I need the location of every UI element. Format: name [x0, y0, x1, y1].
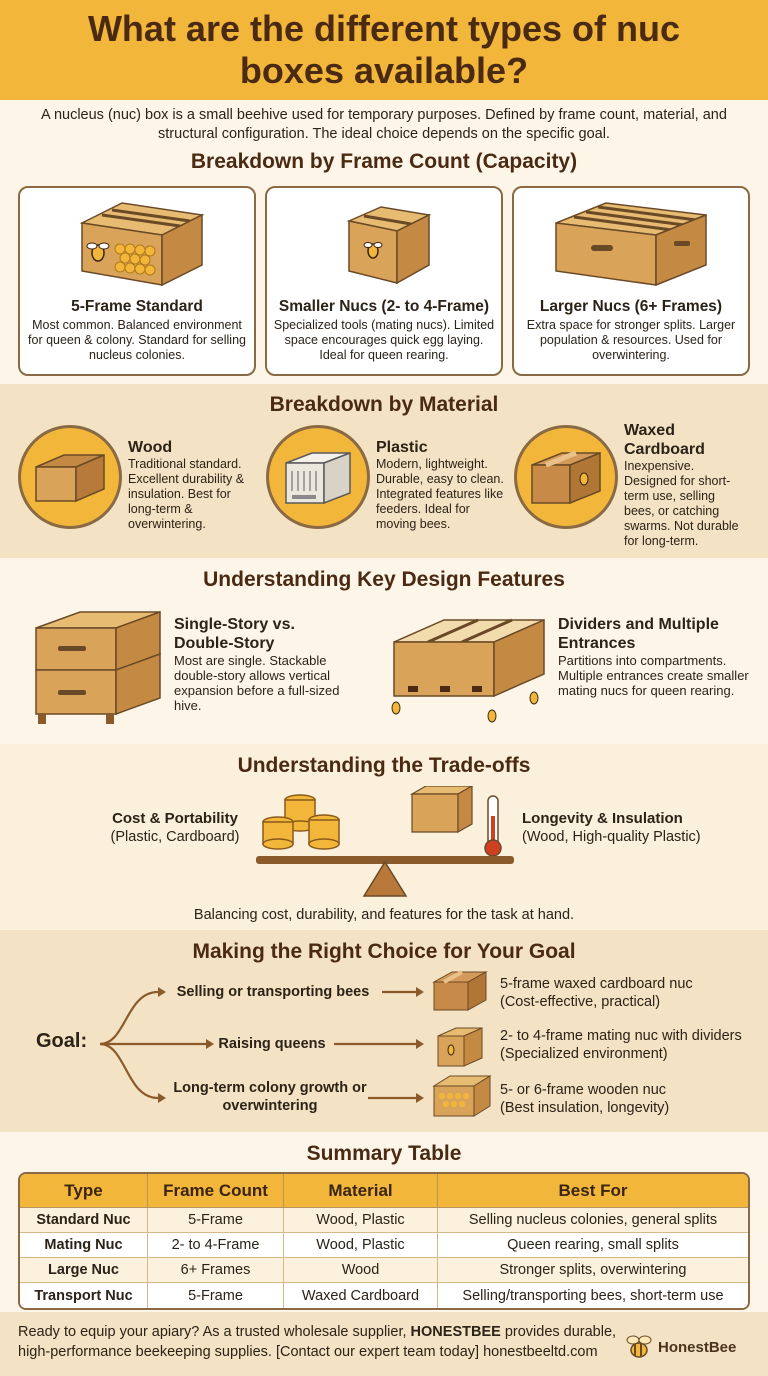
table-cell: Wood, Plastic: [284, 1208, 438, 1233]
card-larger-nucs: Larger Nucs (6+ Frames) Extra space for …: [512, 186, 750, 376]
goal-branches: [99, 987, 424, 1103]
column-header: Best For: [438, 1174, 748, 1208]
frame-count-heading: Breakdown by Frame Count (Capacity): [190, 150, 578, 173]
tradeoff-right-sub: (Wood, High-quality Plastic): [522, 829, 701, 845]
material-title: Wood: [128, 439, 173, 456]
card-desc: Most common. Balanced environment for qu…: [28, 318, 246, 362]
goal-label: Goal:: [36, 1030, 88, 1052]
card-title: Smaller Nucs (2- to 4-Frame): [278, 298, 490, 315]
tradeoff-right-title: Longevity & Insulation: [522, 810, 683, 827]
material-desc: Modern, lightweight. Durable, easy to cl…: [376, 457, 504, 531]
material-heading: Breakdown by Material: [269, 393, 499, 416]
table-cell: Wood, Plastic: [284, 1233, 438, 1258]
material-title: Plastic: [376, 439, 428, 456]
bee-icon: [626, 1335, 652, 1358]
feature-desc: Partitions into compartments. Multiple e…: [558, 653, 749, 698]
coins-icon: [262, 794, 340, 850]
nuc-box-5-frame-icon: [79, 202, 205, 287]
feature-title: Dividers and Multiple Entrances: [558, 616, 719, 652]
feature-dividers: Dividers and Multiple Entrances Partitio…: [558, 615, 758, 698]
feature-single-double: Single-Story vs. Double-Story Most are s…: [174, 615, 354, 713]
mating-nuc-icon: [437, 1027, 483, 1067]
tradeoffs-caption: Balancing cost, durability, and features…: [193, 907, 575, 923]
goal-rec-selling: 5-frame waxed cardboard nuc (Cost-effect…: [500, 976, 693, 1010]
balance-scale-icon: [256, 786, 514, 897]
material-desc: Traditional standard. Excellent durabili…: [128, 457, 245, 531]
table-row: Large Nuc 6+ Frames Wood Stronger splits…: [20, 1258, 748, 1283]
table-cell: Waxed Cardboard: [284, 1283, 438, 1308]
material-band: [0, 384, 768, 558]
nuc-box-small-icon: [346, 206, 432, 285]
table-cell: 5-Frame: [148, 1283, 284, 1308]
summary-heading: Summary Table: [306, 1142, 462, 1165]
material-title: Waxed Cardboard: [624, 422, 705, 458]
footer: Ready to equip your apiary? As a trusted…: [0, 1312, 768, 1376]
goal-heading: Making the Right Choice for Your Goal: [192, 940, 576, 963]
table-cell: Standard Nuc: [20, 1208, 148, 1233]
feature-desc: Most are single. Stackable double-story …: [174, 653, 340, 713]
column-header: Material: [284, 1174, 438, 1208]
table-cell: Wood: [284, 1258, 438, 1283]
table-row: Standard Nuc 5-Frame Wood, Plastic Selli…: [20, 1208, 748, 1233]
card-desc: Extra space for stronger splits. Larger …: [526, 318, 736, 362]
honestbee-logo[interactable]: HonestBee: [624, 1334, 736, 1360]
table-cell: 5-Frame: [148, 1208, 284, 1233]
wood-box-icon: [35, 453, 105, 503]
table-row: Mating Nuc 2- to 4-Frame Wood, Plastic Q…: [20, 1233, 748, 1258]
summary-table: Type Frame Count Material Best For Stand…: [18, 1172, 750, 1310]
card-title: 5-Frame Standard: [71, 298, 203, 315]
tradeoff-right: Longevity & Insulation (Wood, High-quali…: [522, 810, 742, 846]
tradeoff-left-title: Cost & Portability: [112, 810, 238, 827]
tradeoffs-band: [0, 744, 768, 930]
material-desc: Inexpensive. Designed for short-term use…: [624, 459, 739, 548]
material-plastic: Plastic Modern, lightweight. Durable, ea…: [266, 425, 512, 532]
nuc-box-large-icon: [555, 202, 707, 287]
header-banner: What are the different types of nuc boxe…: [0, 0, 768, 100]
tradeoffs-heading: Understanding the Trade-offs: [237, 754, 531, 777]
feature-title: Single-Story vs. Double-Story: [174, 616, 295, 652]
card-title: Larger Nucs (6+ Frames): [539, 298, 723, 315]
table-cell: Mating Nuc: [20, 1233, 148, 1258]
table-row: Transport Nuc 5-Frame Waxed Cardboard Se…: [20, 1283, 748, 1308]
card-5-frame: 5-Frame Standard Most common. Balanced e…: [18, 186, 256, 376]
table-header-row: Type Frame Count Material Best For: [20, 1174, 748, 1208]
material-cardboard: Waxed Cardboard Inexpensive. Designed fo…: [514, 422, 746, 549]
goal-option-queens: Raising queens: [218, 1036, 326, 1052]
goal-option-longterm: Long-term colony growth or overwintering: [173, 1080, 367, 1114]
tradeoff-left-sub: (Plastic, Cardboard): [110, 829, 240, 845]
goal-rec-queens: 2- to 4-frame mating nuc with dividers (…: [500, 1028, 742, 1062]
logo-text: HonestBee: [658, 1338, 737, 1356]
table-cell: Stronger splits, overwintering: [438, 1258, 748, 1283]
footer-text: Ready to equip your apiary? As a trusted…: [18, 1324, 617, 1360]
material-wood: Wood Traditional standard. Excellent dur…: [18, 425, 254, 532]
arrow-icon: [158, 987, 424, 1103]
table-cell: Transport Nuc: [20, 1283, 148, 1308]
column-header: Frame Count: [148, 1174, 284, 1208]
table-cell: Large Nuc: [20, 1258, 148, 1283]
intro-text: A nucleus (nuc) box is a small beehive u…: [41, 107, 727, 142]
footer-brand: HONESTBEE: [410, 1324, 501, 1340]
goal-option-selling: Selling or transporting bees: [176, 984, 370, 1000]
page-title: What are the different types of nuc boxe…: [87, 8, 681, 91]
goal-rec-longterm: 5- or 6-frame wooden nuc (Best insulatio…: [500, 1082, 670, 1116]
cardboard-box-icon: [531, 450, 601, 505]
table-cell: 6+ Frames: [148, 1258, 284, 1283]
table-cell: Selling/transporting bees, short-term us…: [438, 1283, 748, 1308]
cardboard-nuc-icon: [432, 970, 488, 1011]
card-desc: Specialized tools (mating nucs). Limited…: [273, 318, 495, 362]
table-cell: 2- to 4-Frame: [148, 1233, 284, 1258]
table-cell: Queen rearing, small splits: [438, 1233, 748, 1258]
thermometer-icon: [484, 795, 502, 857]
tradeoff-left: Cost & Portability (Plastic, Cardboard): [100, 810, 250, 846]
card-smaller-nucs: Smaller Nucs (2- to 4-Frame) Specialized…: [265, 186, 503, 376]
divided-box-icon: [391, 618, 545, 723]
design-heading: Understanding Key Design Features: [203, 568, 565, 591]
table-cell: Selling nucleus colonies, general splits: [438, 1208, 748, 1233]
wooden-nuc-icon: [432, 1075, 492, 1117]
plastic-box-icon: [285, 451, 351, 505]
column-header: Type: [20, 1174, 148, 1208]
double-story-box-icon: [35, 610, 161, 724]
